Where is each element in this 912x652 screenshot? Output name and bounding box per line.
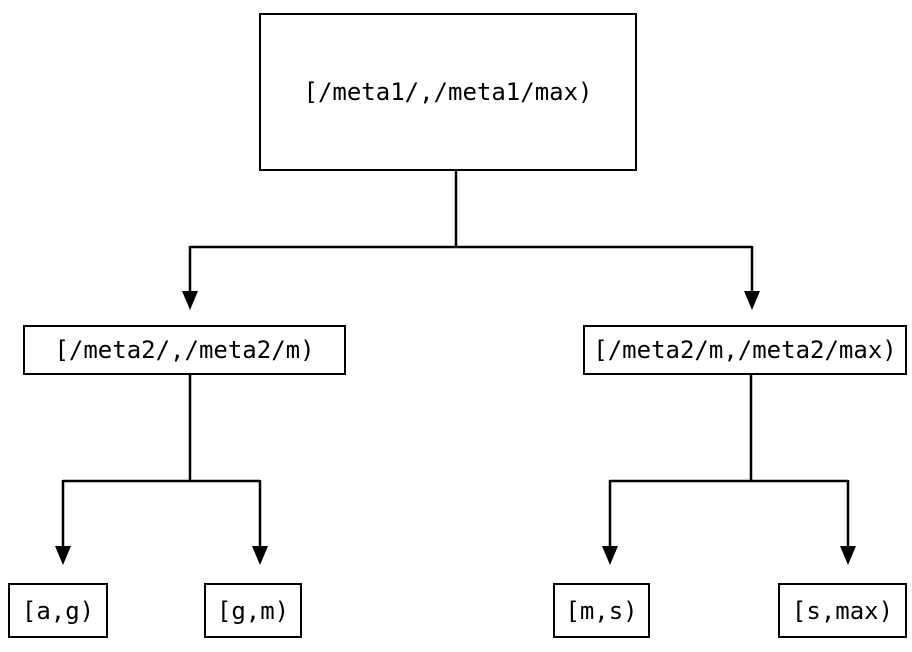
arrowhead-leaf-ag-icon bbox=[55, 546, 71, 565]
arrowhead-leaf-gm-icon bbox=[252, 546, 268, 565]
node-leaf-gm: [g,m) bbox=[204, 583, 302, 638]
node-root: [/meta1/,/meta1/max) bbox=[259, 13, 637, 171]
node-leaf-ag: [a,g) bbox=[8, 583, 108, 638]
arrowhead-leaf-smax-icon bbox=[840, 546, 856, 565]
node-left-child: [/meta2/,/meta2/m) bbox=[23, 325, 346, 375]
arrowhead-left-child-icon bbox=[182, 291, 198, 310]
arrowhead-leaf-ms-icon bbox=[602, 546, 618, 565]
node-leaf-smax: [s,max) bbox=[778, 583, 907, 638]
node-leaf-ms: [m,s) bbox=[553, 583, 650, 638]
node-right-child: [/meta2/m,/meta2/max) bbox=[583, 325, 907, 375]
arrowhead-right-child-icon bbox=[744, 291, 760, 310]
